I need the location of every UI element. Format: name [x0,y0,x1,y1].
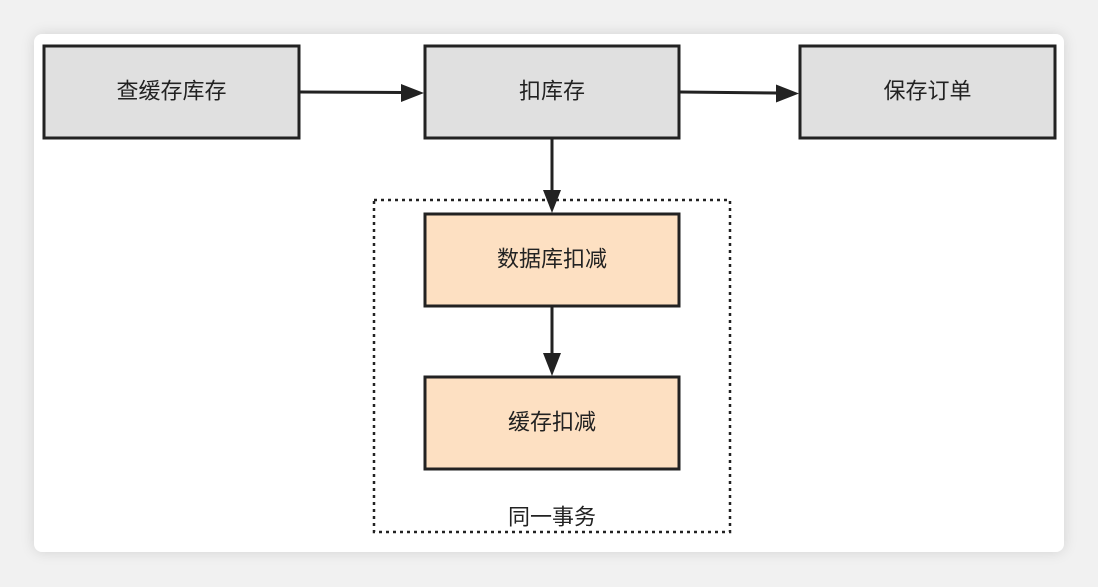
node-deduct-stock-label: 扣库存 [519,80,585,105]
node-check-cache: 查缓存库存 [42,44,301,140]
edge-deduct-stock-to-save-order [679,84,799,103]
node-save-order: 保存订单 [798,44,1057,140]
node-deduct-stock: 扣库存 [423,44,681,140]
node-check-cache-label: 查缓存库存 [116,80,226,105]
arrowhead-icon [776,84,799,103]
transaction-group-label: 同一事务 [508,506,596,531]
arrowhead-icon [543,190,561,213]
node-cache-deduct: 缓存扣减 [423,375,681,471]
edge-check-cache-to-deduct-stock [299,84,424,102]
node-save-order-label: 保存订单 [883,80,971,105]
arrowhead-icon [543,353,561,376]
edge-deduct-stock-to-db-deduct [543,139,561,213]
node-db-deduct-label: 数据库扣减 [497,248,607,273]
edge-db-deduct-to-cache-deduct [543,307,561,376]
node-db-deduct: 数据库扣减 [423,212,681,308]
arrowhead-icon [401,84,424,102]
node-cache-deduct-label: 缓存扣减 [508,411,596,436]
